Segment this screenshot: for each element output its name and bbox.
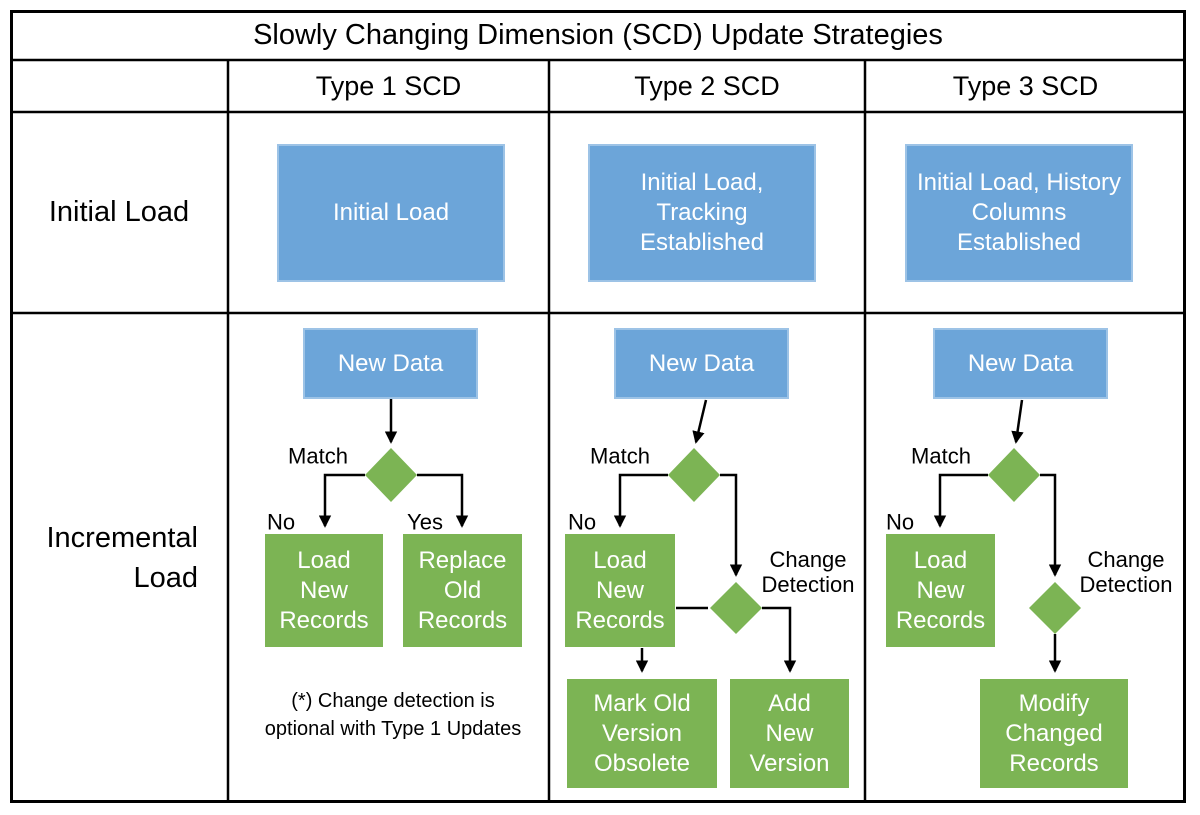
type2-initial-load-box-text: Initial Load, Tracking Established bbox=[639, 169, 765, 256]
type1-load-new-records-box-text: Load New Records bbox=[279, 546, 369, 634]
type2-add-new-version-box-text: Add New Version bbox=[749, 689, 830, 777]
type2-load-new-records-box: Load New Records bbox=[565, 534, 675, 647]
type1-replace-old-records-box-text: Replace Old Records bbox=[417, 546, 508, 634]
type3-new-data-box: New Data bbox=[933, 328, 1108, 399]
table-column-dividers bbox=[226, 60, 867, 802]
table-row-dividers bbox=[10, 58, 1186, 315]
table-outer-border bbox=[10, 10, 1186, 803]
type3-modify-changed-records-box: Modify Changed Records bbox=[980, 679, 1128, 788]
type2-arrow-newdata-to-match bbox=[692, 399, 708, 444]
column-header-type3: Type 3 SCD bbox=[952, 70, 1099, 101]
type3-flow-connectors bbox=[933, 399, 1081, 673]
type3-load-new-records-box-text: Load New Records bbox=[895, 546, 986, 634]
type3-arrow-newdata-to-match bbox=[1011, 399, 1024, 444]
type2-no-label: No bbox=[567, 509, 597, 535]
type2-initial-load-box: Initial Load, Tracking Established bbox=[588, 144, 816, 282]
type3-change-detection-label: Change Detection bbox=[1079, 547, 1173, 597]
row-label-incremental-load: Incremental Load bbox=[10, 313, 228, 803]
type1-match-label: Match bbox=[288, 443, 348, 469]
type1-new-data-box-text: New Data bbox=[337, 349, 444, 377]
type1-flow-connectors bbox=[318, 399, 469, 528]
type2-mark-old-version-obsolete-box-text: Mark Old Version Obsolete bbox=[593, 689, 691, 777]
type3-initial-load-box-text: Initial Load, History Columns Establishe… bbox=[916, 169, 1122, 256]
row-label-initial-load: Initial Load bbox=[48, 196, 190, 228]
type1-new-data-box: New Data bbox=[303, 328, 478, 399]
type1-change-detection-note: (*) Change detection is optional with Ty… bbox=[264, 690, 522, 740]
type2-add-new-version-box: Add New Version bbox=[730, 679, 849, 788]
type3-change-detection-diamond bbox=[1029, 582, 1081, 634]
row-label-incremental-load-text: Incremental Load bbox=[46, 522, 198, 594]
type1-initial-load-box-text: Initial Load bbox=[332, 199, 450, 226]
type3-new-data-box-text: New Data bbox=[967, 349, 1074, 377]
diagram-title: Slowly Changing Dimension (SCD) Update S… bbox=[253, 19, 943, 51]
type3-no-label: No bbox=[885, 509, 915, 535]
type3-load-new-records-box: Load New Records bbox=[886, 534, 995, 647]
type2-arrow-to-addnew bbox=[762, 606, 797, 673]
type1-replace-old-records-box: Replace Old Records bbox=[403, 534, 522, 647]
type2-change-detection-diamond bbox=[710, 582, 762, 634]
type3-modify-changed-records-box-text: Modify Changed Records bbox=[1005, 689, 1103, 777]
type2-match-diamond bbox=[668, 448, 720, 502]
type1-initial-load-box: Initial Load bbox=[277, 144, 505, 282]
column-header-type1: Type 1 SCD bbox=[315, 70, 462, 101]
type2-load-new-records-box-text: Load New Records bbox=[575, 546, 665, 634]
type2-match-label: Match bbox=[590, 443, 650, 469]
type2-new-data-box: New Data bbox=[614, 328, 789, 399]
column-header-type2: Type 2 SCD bbox=[634, 70, 780, 101]
type2-change-detection-label: Change Detection bbox=[761, 547, 855, 597]
type3-initial-load-box: Initial Load, History Columns Establishe… bbox=[905, 144, 1133, 282]
type2-new-data-box-text: New Data bbox=[648, 349, 755, 377]
type1-no-label: No bbox=[266, 509, 296, 535]
type3-arrow-no-branch bbox=[933, 473, 988, 528]
type2-arrow-no-branch bbox=[613, 473, 668, 528]
type1-yes-label: Yes bbox=[407, 509, 443, 535]
type1-arrow-yes-branch bbox=[417, 473, 469, 528]
type3-match-diamond bbox=[988, 448, 1040, 502]
type1-match-diamond bbox=[365, 448, 417, 502]
type2-arrow-match-to-changedetection bbox=[720, 473, 743, 577]
type3-arrow-match-to-changedetection bbox=[1040, 473, 1062, 577]
type1-arrow-no-branch bbox=[318, 473, 365, 528]
table-grid bbox=[10, 10, 1186, 803]
type3-match-label: Match bbox=[911, 443, 971, 469]
type1-load-new-records-box: Load New Records bbox=[265, 534, 383, 647]
type2-mark-old-version-obsolete-box: Mark Old Version Obsolete bbox=[567, 679, 717, 788]
type2-flow-connectors bbox=[613, 399, 797, 673]
